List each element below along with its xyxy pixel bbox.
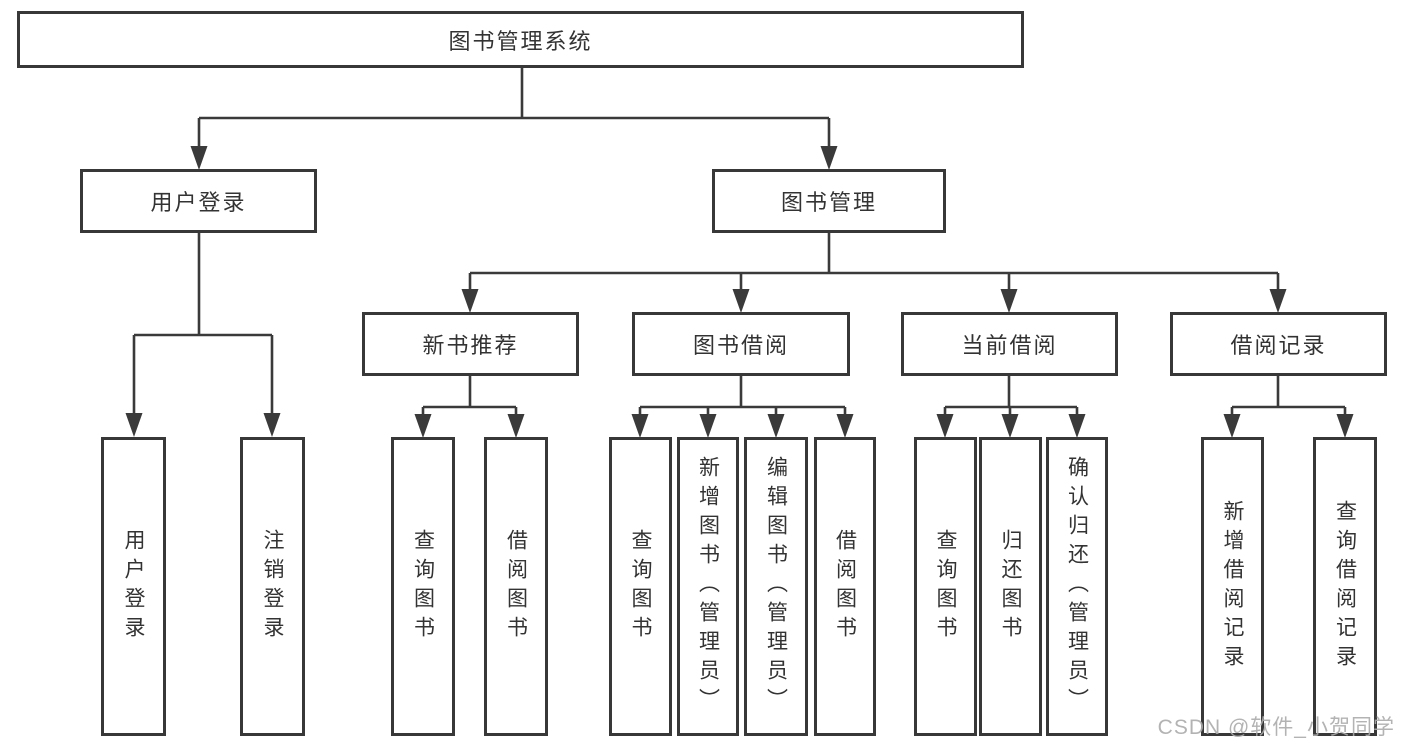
leaf-return-books: 归还图书 <box>979 437 1042 736</box>
leaf-query-books-recommend: 查询图书 <box>391 437 455 736</box>
node-label: 图书管理 <box>780 190 877 215</box>
node-label: 查询图书 <box>629 528 652 645</box>
leaf-add-borrow-record: 新增借阅记录 <box>1201 437 1264 736</box>
csdn-watermark: CSDN @软件_小贺同学 <box>1157 716 1395 739</box>
leaf-query-books-borrowing: 查询图书 <box>609 437 672 736</box>
node-label: 新增借阅记录 <box>1221 499 1244 674</box>
leaf-query-books-current: 查询图书 <box>914 437 977 736</box>
node-label: 查询图书 <box>411 528 435 645</box>
node-label: 确认归还（管理员） <box>1065 456 1089 717</box>
leaf-add-book-admin: 新增图书（管理员） <box>677 437 739 736</box>
node-label: 图书借阅 <box>692 333 789 358</box>
node-book-borrowing: 图书借阅 <box>632 312 850 376</box>
node-label: 归还图书 <box>999 528 1022 645</box>
node-label: 图书管理系统 <box>448 28 593 54</box>
arrowheads <box>125 146 1354 438</box>
node-current-borrowing: 当前借阅 <box>901 312 1118 376</box>
leaf-edit-book-admin: 编辑图书（管理员） <box>744 437 808 736</box>
node-label: 编辑图书（管理员） <box>764 456 788 717</box>
node-label: 当前借阅 <box>961 333 1058 358</box>
leaf-borrow-books-recommend: 借阅图书 <box>484 437 548 736</box>
node-label: 用户登录 <box>150 190 247 215</box>
leaf-query-borrow-record: 查询借阅记录 <box>1313 437 1377 736</box>
node-label: 查询借阅记录 <box>1333 499 1357 674</box>
leaf-confirm-return-admin: 确认归还（管理员） <box>1046 437 1108 736</box>
leaf-logout: 注销登录 <box>240 437 305 736</box>
node-label: 新增图书（管理员） <box>696 456 720 717</box>
node-label: 查询图书 <box>934 528 957 645</box>
node-borrowing-records: 借阅记录 <box>1170 312 1387 376</box>
node-label: 注销登录 <box>261 528 284 645</box>
node-label: 借阅图书 <box>833 528 857 645</box>
leaf-borrow-books: 借阅图书 <box>814 437 876 736</box>
node-label: 新书推荐 <box>422 333 519 358</box>
node-book-management: 图书管理 <box>712 169 946 233</box>
leaf-user-login: 用户登录 <box>101 437 166 736</box>
node-label: 借阅图书 <box>504 528 528 645</box>
node-label: 借阅记录 <box>1230 333 1327 358</box>
node-user-login: 用户登录 <box>80 169 317 233</box>
node-label: 用户登录 <box>122 528 145 645</box>
node-library-management-system: 图书管理系统 <box>17 11 1024 68</box>
node-new-book-recommendation: 新书推荐 <box>362 312 579 376</box>
